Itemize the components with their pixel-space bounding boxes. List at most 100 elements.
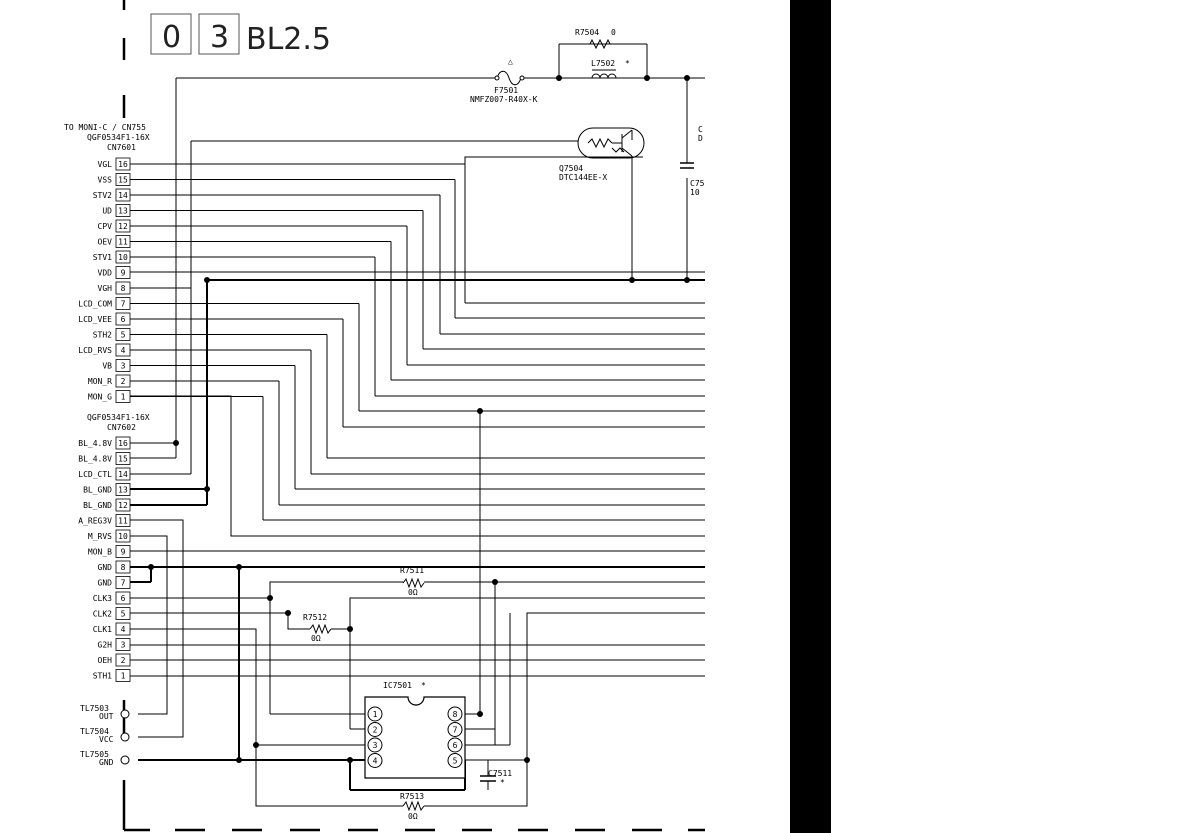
cn7602-pin: 6 CLK3 [93, 591, 131, 605]
cn7602-pin: 11A_REG3V [78, 514, 131, 527]
junction-dot [236, 757, 242, 763]
cap-partial-a: C [698, 125, 703, 134]
pin-number: 8 [121, 563, 126, 572]
connector-pins: 16VGL15VSS14STV213UD12CPV11OEV10STV19VDD… [78, 157, 131, 682]
fuse-ref: F7501 [494, 86, 518, 95]
junction-dot [684, 277, 690, 283]
junction-dot [347, 757, 353, 763]
junction-dot [492, 579, 498, 585]
pin-number: 15 [118, 455, 128, 464]
cn7602-part: QGF0534F1-16X [87, 413, 150, 422]
cn7601-pin: 8 VGH [98, 281, 131, 295]
tp-ref: TL7505 [80, 750, 109, 759]
pin-signal: OEH [98, 656, 113, 665]
transistor-q7504: Q7504 DTC144EE-X [559, 127, 645, 280]
cn7601-pin: 13 UD [102, 204, 131, 217]
ic-pin-left: 4 [373, 757, 378, 766]
r7504-value: 0 [611, 28, 616, 37]
pin-signal: VDD [98, 269, 113, 278]
tp-net: OUT [99, 712, 114, 721]
cap-partial-d: 10 [690, 188, 700, 197]
pin-number: 10 [118, 253, 128, 262]
pin-signal: STH2 [93, 331, 112, 340]
l7502-ref: L7502 [591, 59, 615, 68]
junction-dot [477, 711, 483, 717]
tp-net: VCC [99, 735, 114, 744]
junction-dot [347, 626, 353, 632]
junction-dot [556, 75, 562, 81]
pin-signal: G2H [98, 641, 113, 650]
ic-pin-right: 8 [453, 710, 458, 719]
pin-number: 6 [121, 594, 126, 603]
pin-signal: GND [98, 579, 113, 588]
cn7601-part: QGF0534F1-16X [87, 133, 150, 142]
junction-dot [236, 564, 242, 570]
pin-number: 2 [121, 377, 126, 386]
cn7601-ref: CN7601 [107, 143, 136, 152]
c7511-ref: C7511 [488, 769, 512, 778]
pin-signal: GND [98, 563, 113, 572]
pin-number: 8 [121, 284, 126, 293]
r7512-ref: R7512 [303, 613, 327, 622]
pin-number: 16 [118, 439, 128, 448]
pin-number: 6 [121, 315, 126, 324]
ic-pin-right: 6 [453, 741, 458, 750]
pin-signal: MON_R [88, 377, 112, 386]
pin-number: 13 [118, 486, 128, 495]
tp-net: GND [99, 758, 114, 767]
conn-destination: TO MONI-C / CN755 [64, 123, 146, 132]
junction-dot [644, 75, 650, 81]
junction-dot [524, 757, 530, 763]
pin-signal: CLK3 [93, 594, 112, 603]
ic-pin-left: 1 [373, 710, 378, 719]
junction-dots [148, 75, 690, 763]
junction-dot [253, 742, 259, 748]
q7504-part: DTC144EE-X [559, 173, 607, 182]
pin-signal: STV2 [93, 191, 112, 200]
cn7601-pin: 5 STH2 [93, 328, 131, 341]
q7504-ref: Q7504 [559, 164, 583, 173]
pin-number: 5 [121, 610, 126, 619]
pin-signal: VB [102, 362, 112, 371]
pin-signal: LCD_COM [78, 300, 112, 309]
pin-number: 11 [118, 238, 128, 247]
cn7602-pin: 5 CLK2 [93, 607, 131, 620]
pin-signal: CLK1 [93, 625, 112, 634]
pin-signal: VSS [98, 176, 113, 185]
pin-number: 13 [118, 207, 128, 216]
ic7501-ref: IC7501 [383, 681, 412, 690]
pin-number: 1 [121, 672, 126, 681]
cn7601-pin: 2 MON_R [88, 374, 131, 388]
pin-number: 12 [118, 222, 128, 231]
junction-dot [477, 408, 483, 414]
junction-dot [629, 277, 635, 283]
junction-dot [285, 610, 291, 616]
resistor-r7513: R7513 0Ω [400, 792, 425, 821]
black-bar [790, 0, 831, 833]
pin-number: 5 [121, 331, 126, 340]
pin-signal: BL_4.8V [78, 455, 112, 464]
resistor-r7504: R7504 0 [575, 28, 616, 50]
pin-number: 9 [121, 269, 126, 278]
pin-signal: CLK2 [93, 610, 112, 619]
pin-signal: VGH [98, 284, 113, 293]
r7511-ref: R7511 [400, 566, 424, 575]
pin-number: 11 [118, 517, 128, 526]
pin-signal: UD [102, 207, 112, 216]
tp-ref: TL7503 [80, 704, 109, 713]
pin-number: 4 [121, 346, 126, 355]
r7513-ref: R7513 [400, 792, 424, 801]
